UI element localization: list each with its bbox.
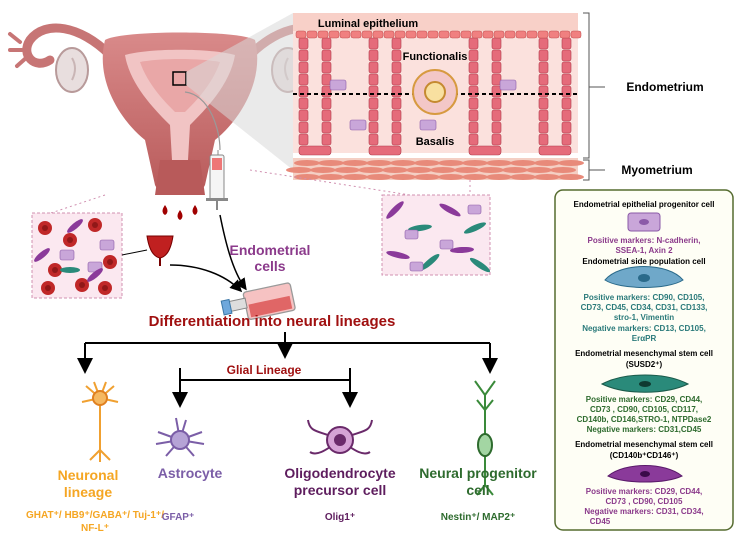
endometrium-label: Endometrium (626, 80, 703, 94)
susd-pos-3: CD140b, CD146,STRO-1, NTPDase2 (577, 415, 712, 424)
progenitor-markers: Nestin⁺/ MAP2⁺ (441, 512, 515, 523)
side-title: Endometrial side population cell (582, 257, 705, 266)
neuron-icon (81, 381, 119, 462)
myometrium-label: Myometrium (621, 163, 692, 177)
tissue-section (286, 13, 584, 180)
cd-title-2: (CD140b⁺CD146⁺) (610, 451, 679, 460)
epithelial-pos-2: SSEA-1, Axin 2 (615, 246, 673, 255)
astrocyte-icon (155, 417, 205, 457)
oligodendrocyte-icon (307, 419, 373, 455)
syringe-icon (184, 91, 228, 210)
blood-drops-icon (162, 205, 198, 220)
cd-neg-1: Negative markers: CD31, CD34, (584, 507, 703, 516)
endometrial-cells-label-1: Endometrial (230, 242, 311, 258)
epithelial-pos-1: Positive markers: N-cadherin, (588, 236, 701, 245)
endometrial-cells-label-2: cells (254, 258, 285, 274)
cd-pos-2: CD73 , CD90, CD105 (606, 497, 683, 506)
oligo-title-2: precursor cell (294, 482, 387, 498)
oligo-title-1: Oligodendrocyte (284, 465, 395, 481)
cd-title-1: Endometrial mesenchymal stem cell (575, 440, 713, 449)
left-ovary (55, 47, 89, 93)
oligo-markers: Olig1⁺ (325, 512, 355, 523)
menstrual-cells-box (31, 212, 123, 299)
susd-pos-1: Positive markers: CD29, CD44, (586, 395, 703, 404)
side-pos-1: Positive markers: CD90, CD105, (584, 293, 705, 302)
luminal-label: Luminal epithelium (318, 18, 418, 30)
side-pos-2: CD73, CD45, CD34, CD31, CD133, (581, 303, 708, 312)
progenitor-title-2: cell (466, 482, 489, 498)
progenitor-title-1: Neural progenitor (419, 465, 537, 481)
glial-lineage-label: Glial Lineage (227, 363, 302, 377)
cd-neg-2: CD45 (590, 517, 611, 526)
neuronal-title-2: lineage (64, 484, 112, 500)
basalis-label: Basalis (416, 136, 455, 148)
differentiation-title: Differentiation into neural lineages (149, 313, 396, 330)
astrocyte-title: Astrocyte (158, 465, 223, 481)
epithelial-title: Endometrial epithelial progenitor cell (574, 200, 715, 209)
susd-pos-2: CD73 , CD90, CD105, CD117, (590, 405, 698, 414)
side-neg-2: ErαPR (632, 334, 657, 343)
biopsy-cells-box (381, 194, 491, 276)
astrocyte-markers: GFAP⁺ (162, 512, 195, 523)
side-neg-1: Negative markers: CD13, CD105, (582, 324, 706, 333)
cd-pos-1: Positive markers: CD29, CD44, (586, 487, 703, 496)
neuronal-title-1: Neuronal (58, 467, 119, 483)
menstrual-cup-icon (146, 235, 174, 266)
functionalis-label: Functionalis (403, 51, 468, 63)
susd-title-2: (SUSD2⁺) (626, 360, 663, 369)
neuronal-markers-2: NF-L⁺ (81, 523, 109, 534)
neural-progenitor-icon (474, 380, 496, 496)
susd-title-1: Endometrial mesenchymal stem cell (575, 349, 713, 358)
culture-flask-icon (220, 282, 296, 320)
side-pos-3: stro-1, Vimentin (614, 313, 674, 322)
neuronal-markers-1: GHAT⁺/ HB9⁺/GABA⁺/ Tuj-1⁺/ (26, 510, 164, 521)
marker-panel (554, 189, 734, 531)
susd-neg-1: Negative markers: CD31,CD45 (587, 425, 702, 434)
